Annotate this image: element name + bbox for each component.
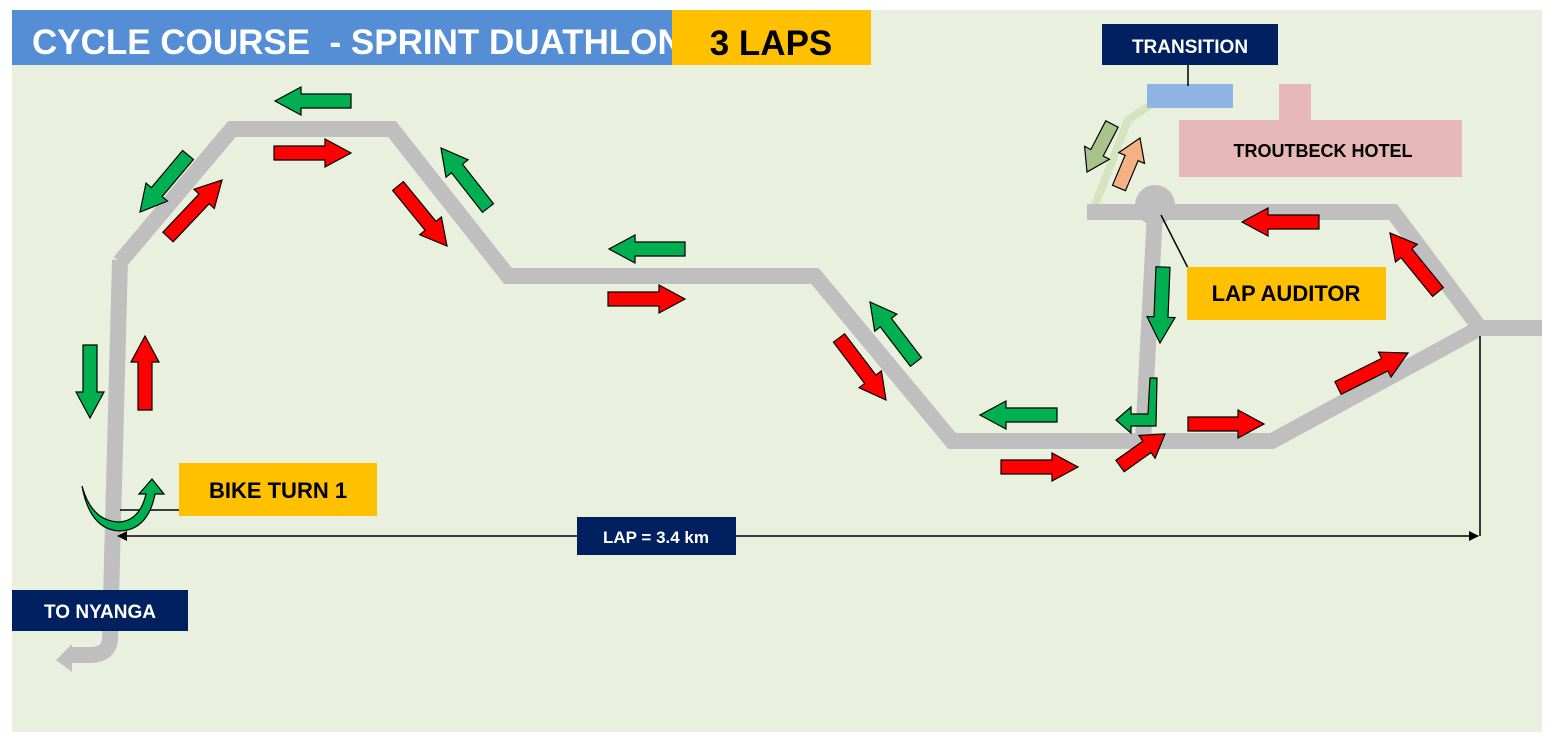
to-transition-arrow-icon bbox=[1083, 119, 1120, 173]
map-background bbox=[12, 10, 1542, 732]
lap-auditor-box bbox=[1187, 267, 1386, 320]
return-arrow-down-left-icon bbox=[139, 149, 195, 213]
outbound-arrow-left-icon bbox=[1240, 206, 1320, 238]
from-transition-arrow-icon bbox=[1111, 136, 1146, 192]
hotel-building bbox=[1179, 84, 1462, 177]
outbound-arrow-right-icon bbox=[273, 137, 353, 169]
u-turn-icon bbox=[81, 478, 166, 532]
road-upper-loop bbox=[1087, 204, 1487, 333]
return-arrow-turn-left-icon bbox=[1115, 377, 1158, 435]
hotel-label: TROUTBECK HOTEL bbox=[1234, 141, 1413, 161]
outbound-arrow-up-icon bbox=[129, 334, 161, 411]
lap-auditor-label: LAP AUDITOR bbox=[1212, 281, 1361, 306]
page-title: CYCLE COURSE - SPRINT DUATHLON bbox=[32, 23, 683, 62]
transition-label: TRANSITION bbox=[1132, 37, 1248, 58]
road-to-nyanga bbox=[70, 259, 128, 663]
lap-distance-label: LAP = 3.4 km bbox=[603, 528, 709, 547]
roundabout bbox=[1135, 185, 1175, 225]
transition-label-box bbox=[1102, 24, 1278, 65]
to-nyanga-label: TO NYANGA bbox=[44, 602, 156, 623]
road-main-loop bbox=[113, 121, 1542, 449]
return-arrow-up-left-icon bbox=[869, 300, 923, 368]
to-nyanga-box bbox=[12, 590, 188, 631]
road-connector bbox=[1135, 211, 1163, 442]
return-arrow-down-icon bbox=[1146, 266, 1177, 345]
road-network bbox=[70, 121, 1542, 663]
bike-turn-label: BIKE TURN 1 bbox=[209, 478, 347, 503]
lap-distance-box bbox=[577, 517, 736, 555]
laps-banner bbox=[672, 10, 871, 65]
outbound-arrow-up-left-icon bbox=[1389, 232, 1445, 298]
outbound-arrow-right-icon bbox=[1000, 451, 1080, 483]
title-banner bbox=[12, 10, 672, 65]
outbound-arrow-right-icon bbox=[1187, 408, 1266, 440]
return-arrow-left-icon bbox=[978, 399, 1058, 431]
to-nyanga-road-arrow bbox=[56, 644, 72, 672]
bike-turn-box bbox=[179, 463, 377, 516]
outbound-arrow-down-right-icon bbox=[391, 180, 448, 247]
outbound-arrow-right-icon bbox=[607, 283, 687, 315]
return-arrow-down-icon bbox=[74, 344, 106, 420]
direction-arrows bbox=[74, 85, 1445, 483]
outbound-arrow-up-right-icon bbox=[1334, 351, 1410, 396]
outbound-arrow-up-right-icon bbox=[1115, 433, 1166, 473]
lap-auditor-leader-line bbox=[1160, 214, 1189, 269]
transition-path bbox=[1091, 101, 1153, 207]
return-arrow-up-left-icon bbox=[440, 147, 495, 214]
transition-area bbox=[1147, 84, 1233, 108]
outbound-arrow-down-right-icon bbox=[832, 332, 887, 402]
outbound-arrow-up-right-icon bbox=[162, 179, 223, 243]
return-arrow-left-icon bbox=[607, 233, 686, 265]
laps-count: 3 LAPS bbox=[710, 24, 833, 63]
return-arrow-left-icon bbox=[273, 85, 352, 117]
